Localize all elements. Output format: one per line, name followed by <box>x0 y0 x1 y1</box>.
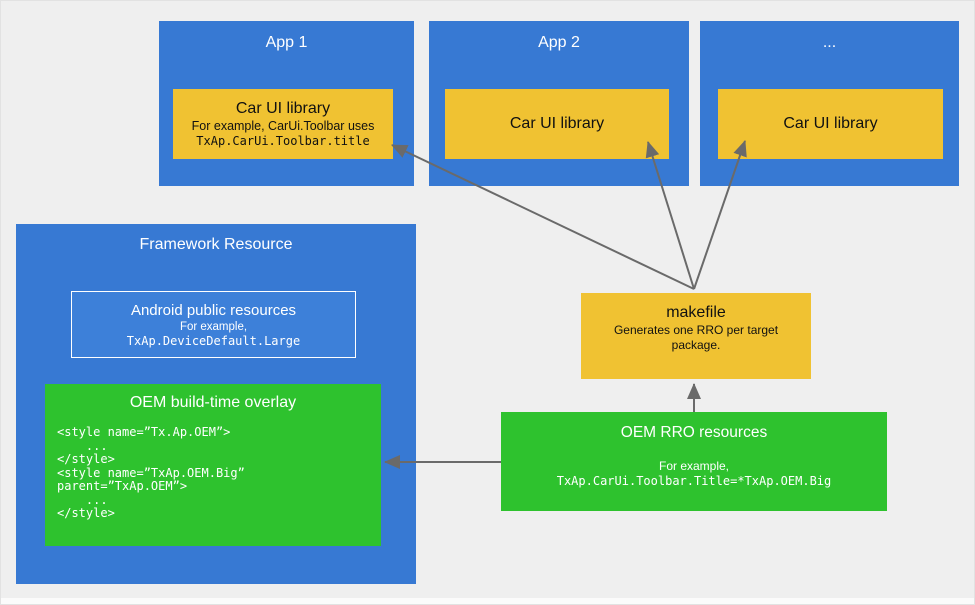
code-line: <style name=”TxAp.OEM.Big” <box>57 465 245 480</box>
app2-car-ui-library-title: Car UI library <box>509 115 605 132</box>
code-line: </style> <box>57 452 115 466</box>
app-more-title: ... <box>822 34 837 51</box>
app1-car-ui-library-example: For example, CarUi.Toolbar uses <box>191 119 375 133</box>
framework-resource-title: Framework Resource <box>139 236 293 253</box>
makefile-box: makefile Generates one RRO per target pa… <box>581 293 811 379</box>
app-more-car-ui-library-box: Car UI library <box>718 89 943 159</box>
oem-rro-resources-box: OEM RRO resources For example, TxAp.CarU… <box>501 412 887 511</box>
code-line: ... <box>57 492 108 507</box>
makefile-title: makefile <box>666 304 726 321</box>
oem-rro-resources-example: For example, <box>658 459 730 473</box>
app2-title: App 2 <box>538 34 580 51</box>
code-line: parent=”TxAp.OEM”> <box>57 479 188 493</box>
code-line: <style name=”Tx.Ap.OEM”> <box>57 425 231 439</box>
app1-car-ui-library-box: Car UI library For example, CarUi.Toolba… <box>173 89 393 159</box>
app1-car-ui-library-title: Car UI library <box>235 100 331 117</box>
app1-box: App 1 Car UI library For example, CarUi.… <box>159 21 414 186</box>
android-public-resources-box: Android public resources For example, Tx… <box>71 291 356 358</box>
app1-car-ui-library-code: TxAp.CarUi.Toolbar.title <box>196 134 370 148</box>
oem-rro-resources-title: OEM RRO resources <box>620 424 768 441</box>
app-more-car-ui-library-title: Car UI library <box>783 115 878 132</box>
android-public-resources-code: TxAp.DeviceDefault.Large <box>126 333 301 348</box>
code-line: ... <box>57 438 108 453</box>
app2-box: App 2 Car UI library <box>429 21 689 186</box>
android-public-resources-example: For example, <box>179 320 248 333</box>
oem-build-time-overlay-box: OEM build-time overlay <style name=”Tx.A… <box>45 384 381 546</box>
app1-title: App 1 <box>265 34 308 51</box>
code-line: </style> <box>57 506 115 520</box>
framework-resource-box: Framework Resource Android public resour… <box>16 224 416 584</box>
oem-build-time-overlay-code: <style name=”Tx.Ap.OEM”> ...</style><sty… <box>45 412 381 521</box>
makefile-subtitle: Generates one RRO per target package. <box>613 323 779 352</box>
app2-car-ui-library-box: Car UI library <box>445 89 669 159</box>
android-public-resources-title: Android public resources <box>130 301 297 319</box>
app-more-box: ... Car UI library <box>700 21 959 186</box>
bottom-strip <box>1 598 974 604</box>
oem-rro-resources-code: TxAp.CarUi.Toolbar.Title=*TxAp.OEM.Big <box>556 474 832 488</box>
oem-build-time-overlay-title: OEM build-time overlay <box>129 394 297 411</box>
